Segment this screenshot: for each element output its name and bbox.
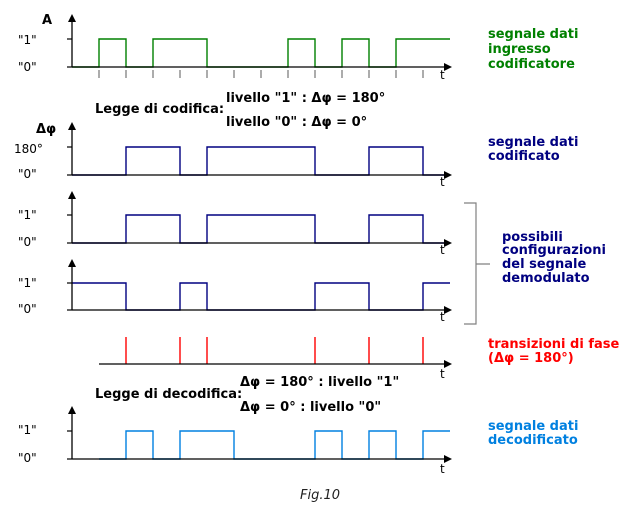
side-input-line1: segnale dati bbox=[488, 27, 578, 42]
side-demod-line3: del segnale bbox=[502, 257, 586, 272]
encoded-zero-label: "0" bbox=[18, 167, 37, 181]
side-input-line2: ingresso bbox=[488, 42, 551, 57]
encoding-rule-title: Legge di codifica: bbox=[95, 102, 224, 117]
decoded-y-arrow bbox=[68, 406, 76, 414]
axis-label-dphi: Δφ bbox=[36, 122, 56, 137]
demod1-one-label: "1" bbox=[18, 208, 37, 222]
side-demod-line4: demodulato bbox=[502, 271, 590, 286]
input-y-arrow bbox=[68, 14, 76, 22]
demod1-zero-label: "0" bbox=[18, 235, 37, 249]
encoding-rule-line1: livello "1" : Δφ = 180° bbox=[226, 91, 385, 106]
demod2-one-label: "1" bbox=[18, 276, 37, 290]
axis-label-A: A bbox=[42, 13, 52, 28]
side-encoded-line2: codificato bbox=[488, 149, 560, 164]
input-zero-label: "0" bbox=[18, 60, 37, 74]
side-label-decoded: segnale dati decodificato bbox=[488, 419, 578, 448]
input-t-label: t bbox=[440, 68, 445, 82]
encoded-180-label: 180° bbox=[14, 142, 43, 156]
decoded-zero-label: "0" bbox=[18, 451, 37, 465]
side-label-input: segnale dati ingresso codificatore bbox=[488, 27, 578, 72]
decoding-rule-title: Legge di decodifica: bbox=[95, 387, 242, 402]
side-demod-line2: configurazioni bbox=[502, 243, 606, 258]
side-decoded-line2: decodificato bbox=[488, 433, 578, 448]
figure-caption: Fig.10 bbox=[300, 488, 340, 503]
demod2-t-arrow bbox=[444, 306, 452, 314]
input-one-label: "1" bbox=[18, 33, 37, 47]
demod1-t-label: t bbox=[440, 243, 445, 257]
demod2-t-label: t bbox=[440, 310, 445, 324]
demod-brace bbox=[464, 202, 490, 325]
side-encoded-line1: segnale dati bbox=[488, 135, 578, 150]
decoding-rule-line2: Δφ = 0° : livello "0" bbox=[240, 400, 381, 415]
decoded-t-arrow bbox=[444, 455, 452, 463]
decoded-one-label: "1" bbox=[18, 423, 37, 437]
side-transitions-line1: transizioni di fase bbox=[488, 337, 619, 352]
encoded-trace bbox=[72, 146, 450, 176]
demod2-y-arrow bbox=[68, 259, 76, 267]
transitions-t-arrow bbox=[444, 360, 452, 368]
demod1-y-arrow bbox=[68, 191, 76, 199]
encoded-t-label: t bbox=[440, 175, 445, 189]
side-decoded-line1: segnale dati bbox=[488, 419, 578, 434]
demod1-t-arrow bbox=[444, 239, 452, 247]
decoded-trace bbox=[99, 430, 450, 460]
decoded-t-label: t bbox=[440, 462, 445, 476]
demod2-zero-label: "0" bbox=[18, 302, 37, 316]
side-transitions-line2: (Δφ = 180°) bbox=[488, 351, 574, 366]
demod1-trace bbox=[72, 214, 450, 244]
side-label-transitions: transizioni di fase (Δφ = 180°) bbox=[488, 337, 619, 366]
side-input-line3: codificatore bbox=[488, 57, 575, 72]
demod2-trace bbox=[72, 282, 450, 311]
side-label-encoded: segnale dati codificato bbox=[488, 135, 578, 164]
side-label-demod: possibili configurazioni del segnale dem… bbox=[502, 230, 606, 286]
decoding-rule-line1: Δφ = 180° : livello "1" bbox=[240, 375, 399, 390]
input-trace bbox=[72, 38, 450, 68]
encoding-rule-line2: livello "0" : Δφ = 0° bbox=[226, 115, 367, 130]
encoded-t-arrow bbox=[444, 171, 452, 179]
axes-group bbox=[67, 14, 452, 463]
side-demod-line1: possibili bbox=[502, 230, 563, 245]
transitions-t-label: t bbox=[440, 367, 445, 381]
input-t-arrow bbox=[444, 63, 452, 71]
encoded-y-arrow bbox=[68, 122, 76, 130]
